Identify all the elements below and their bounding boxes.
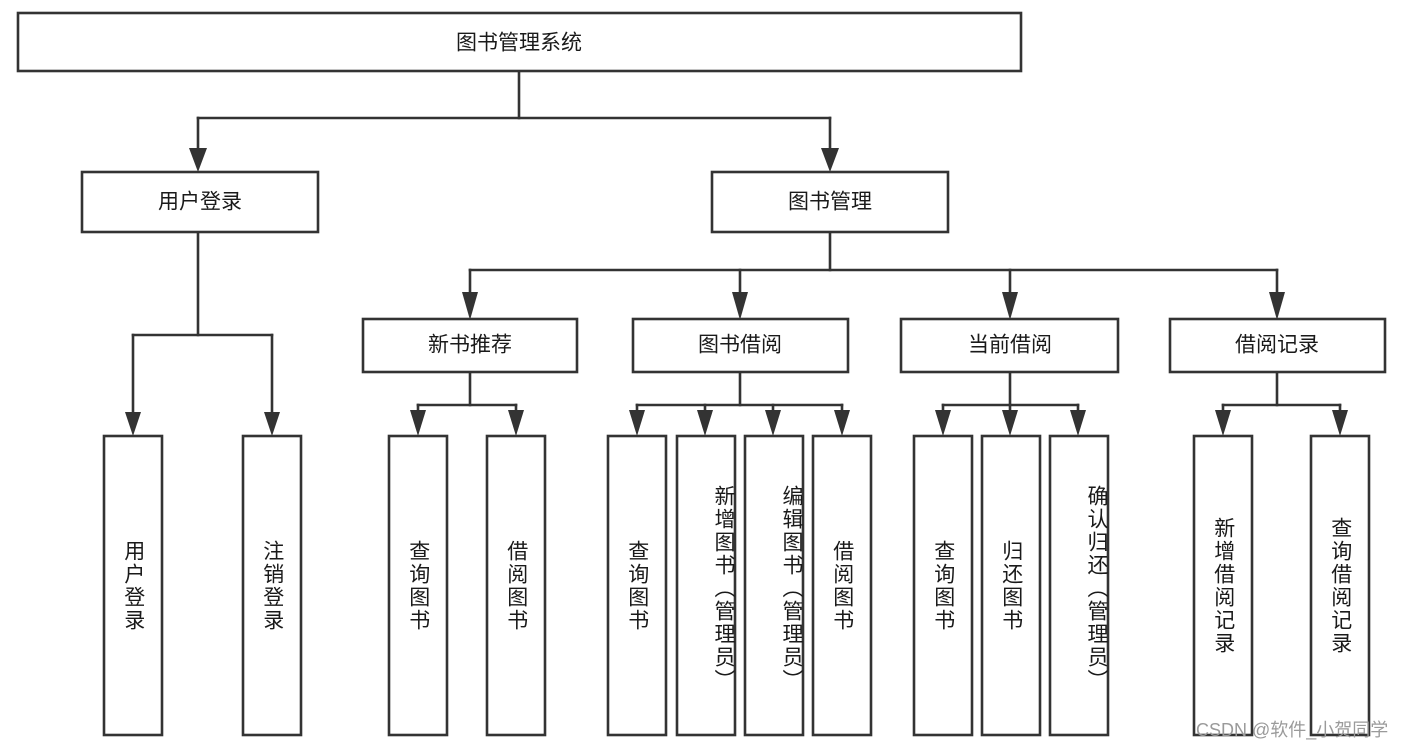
leaf-label-query-book-2: 查询图书 bbox=[625, 539, 649, 632]
leaf-label-add-record: 新增借阅记录 bbox=[1211, 516, 1235, 655]
arrowhead-leaf-return-book bbox=[1002, 410, 1018, 436]
node-label-book-borrow: 图书借阅 bbox=[698, 334, 782, 357]
arrowhead-leaf-query-book-1 bbox=[410, 410, 426, 436]
node-box-root[interactable] bbox=[16, 11, 1023, 73]
node-box-new-book-recommend[interactable] bbox=[361, 317, 579, 374]
arrowhead-leaf-query-book-3 bbox=[935, 410, 951, 436]
node-box-leaf-borrow-book-2[interactable] bbox=[811, 434, 873, 737]
node-box-leaf-logout-login[interactable] bbox=[241, 434, 303, 737]
node-box-leaf-add-book[interactable] bbox=[675, 434, 737, 737]
leaf-label-borrow-book-1: 借阅图书 bbox=[504, 539, 528, 632]
node-box-leaf-query-book-2[interactable] bbox=[606, 434, 668, 737]
leaf-label-user-login: 用户登录 bbox=[121, 539, 145, 632]
arrowhead-leaf-add-book bbox=[697, 410, 713, 436]
arrowhead-leaf-edit-book bbox=[765, 410, 781, 436]
arrowhead-leaf-user-login bbox=[125, 412, 141, 436]
node-label-book-management: 图书管理 bbox=[788, 191, 872, 214]
leaf-label-query-record: 查询借阅记录 bbox=[1328, 516, 1352, 655]
connector-group-user-login bbox=[125, 230, 280, 436]
node-label-borrow-record: 借阅记录 bbox=[1235, 334, 1319, 357]
arrowhead-book-management bbox=[821, 148, 839, 172]
leaf-label-edit-book: 编辑图书（管理员） bbox=[780, 485, 803, 692]
arrowhead-leaf-logout-login bbox=[264, 412, 280, 436]
node-label-root: 图书管理系统 bbox=[456, 32, 582, 55]
leaf-label-add-book: 新增图书（管理员） bbox=[712, 485, 735, 692]
node-box-leaf-add-record[interactable] bbox=[1192, 434, 1254, 737]
node-box-user-login[interactable] bbox=[80, 170, 320, 234]
arrowhead-borrow-record bbox=[1269, 292, 1285, 320]
node-box-leaf-borrow-book-1[interactable] bbox=[485, 434, 547, 737]
arrowhead-leaf-add-record bbox=[1215, 410, 1231, 436]
arrowhead-leaf-query-record bbox=[1332, 410, 1348, 436]
leaf-label-borrow-book-2: 借阅图书 bbox=[830, 539, 854, 632]
node-label-current-borrow: 当前借阅 bbox=[968, 334, 1052, 357]
node-box-leaf-user-login[interactable] bbox=[102, 434, 164, 737]
leaf-label-confirm-return: 确认归还（管理员） bbox=[1085, 485, 1108, 692]
arrowhead-leaf-confirm-return bbox=[1070, 410, 1086, 436]
arrowhead-leaf-borrow-book-1 bbox=[508, 410, 524, 436]
node-box-leaf-confirm-return[interactable] bbox=[1048, 434, 1110, 737]
node-box-leaf-query-book-3[interactable] bbox=[912, 434, 974, 737]
arrowhead-book-borrow bbox=[732, 292, 748, 320]
watermark-text: CSDN @软件_小贺同学 bbox=[1196, 720, 1389, 740]
leaf-label-logout-login: 注销登录 bbox=[260, 539, 284, 632]
connector-group-book-borrow bbox=[629, 370, 850, 436]
arrowhead-current-borrow bbox=[1002, 292, 1018, 320]
node-box-borrow-record[interactable] bbox=[1168, 317, 1387, 374]
node-box-book-borrow[interactable] bbox=[631, 317, 850, 374]
node-box-leaf-query-record[interactable] bbox=[1309, 434, 1371, 737]
connector-group-current-borrow bbox=[935, 370, 1086, 436]
node-box-current-borrow[interactable] bbox=[899, 317, 1120, 374]
arrowhead-leaf-query-book-2 bbox=[629, 410, 645, 436]
leaf-label-query-book-3: 查询图书 bbox=[931, 539, 955, 632]
node-box-leaf-edit-book[interactable] bbox=[743, 434, 805, 737]
arrowhead-user-login bbox=[189, 148, 207, 172]
leaf-label-query-book-1: 查询图书 bbox=[406, 539, 430, 632]
connector-group-borrow-record bbox=[1215, 370, 1348, 436]
arrowhead-new-book-recommend bbox=[462, 292, 478, 320]
leaf-label-return-book: 归还图书 bbox=[999, 539, 1023, 632]
connector-group-root bbox=[189, 69, 839, 172]
node-box-leaf-query-book-1[interactable] bbox=[387, 434, 449, 737]
node-label-new-book-recommend: 新书推荐 bbox=[428, 334, 512, 357]
node-label-user-login: 用户登录 bbox=[158, 191, 242, 214]
connector-group-book-management bbox=[462, 230, 1285, 320]
node-box-book-management[interactable] bbox=[710, 170, 950, 234]
connector-group-new-book-recommend bbox=[410, 370, 524, 436]
arrowhead-leaf-borrow-book-2 bbox=[834, 410, 850, 436]
node-box-leaf-return-book[interactable] bbox=[980, 434, 1042, 737]
